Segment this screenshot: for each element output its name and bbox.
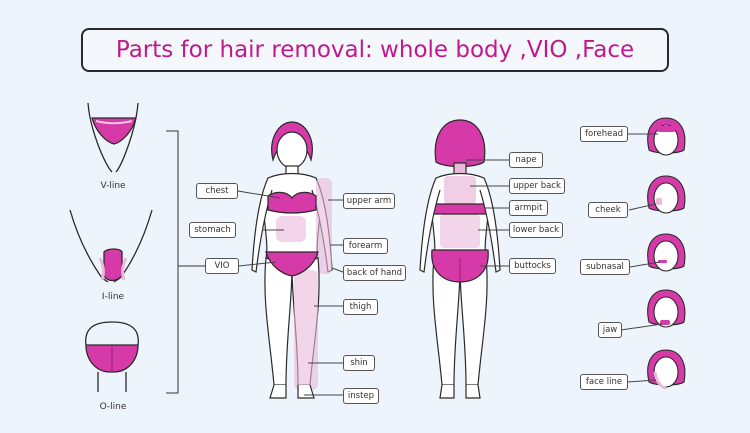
label-lower-back: lower back [509,222,563,238]
label-upper-arm: upper arm [343,193,395,209]
label-thigh: thigh [343,299,378,315]
back-connector-lines [466,159,509,267]
face-head-subnasal [647,233,686,272]
i-line-caption: I-line [101,292,125,302]
v-line-figure [87,102,139,173]
o-line-caption: O-line [99,402,127,412]
label-buttocks: buttocks [509,258,556,274]
face-head-jaw [647,289,686,328]
label-jaw: jaw [598,322,622,338]
face-connector-lines [620,133,663,383]
face-head-cheek [647,175,686,214]
label-forehead: forehead [580,126,628,142]
label-face-line: face line [580,374,628,390]
face-head-forehead [647,117,686,156]
label-cheek: cheek [588,202,628,218]
label-armpit: armpit [509,200,548,216]
vio-bracket [166,130,205,394]
label-forearm: forearm [343,238,388,254]
front-connector-lines [237,190,344,396]
label-nape: nape [509,152,543,168]
face-head-face-line [647,349,686,390]
v-line-caption: V-line [100,181,126,191]
label-upper-back: upper back [509,178,565,194]
label-stomach: stomach [189,222,236,238]
back-body-figure [419,119,501,399]
o-line-figure [85,321,139,392]
page-title: Parts for hair removal: whole body ,VIO … [115,37,635,63]
label-back-of-hand: back of hand [343,265,406,281]
label-vio: VIO [205,258,239,274]
title-box: Parts for hair removal: whole body ,VIO … [81,28,669,72]
label-shin: shin [343,355,375,371]
label-chest: chest [196,183,238,199]
front-body-figure [251,121,333,399]
label-subnasal: subnasal [580,259,630,275]
label-instep: instep [343,388,379,404]
i-line-figure [69,209,153,283]
